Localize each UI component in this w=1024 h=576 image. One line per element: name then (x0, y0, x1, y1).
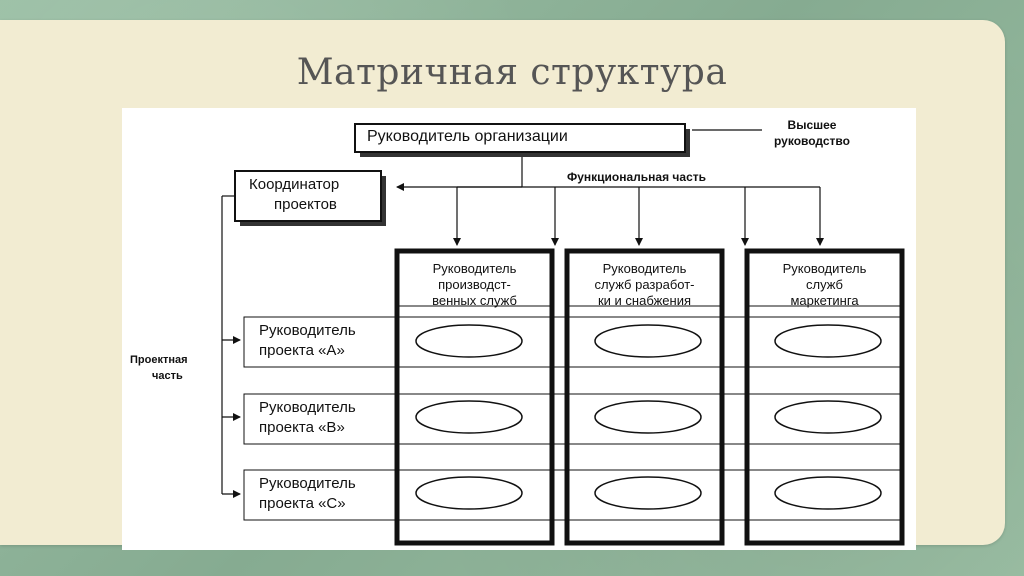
project-manager-b-line1: Руководитель (259, 399, 356, 416)
coordinator-label-1: Координатор (249, 176, 340, 193)
functional-head-1: Руководитель производст- венных служб (399, 261, 550, 309)
top-management-label-1: Высшее (787, 118, 837, 132)
cell-a-3 (774, 324, 882, 358)
coordinator-box (234, 170, 382, 222)
functional-head-1-line2: производст- (438, 277, 511, 292)
project-manager-a-line2: проекта «А» (259, 342, 345, 359)
functional-head-2-line3: ки и снабжения (597, 293, 692, 308)
cell-c-1 (415, 476, 523, 510)
coordinator-label-2: проектов (274, 196, 337, 213)
head-box (354, 123, 686, 153)
project-part-label-1: Проектная (130, 354, 188, 366)
functional-head-3-line3: маркетинга (790, 293, 859, 308)
functional-head-2-line1: Руководитель (602, 261, 687, 276)
functional-head-3: Руководитель служб маркетинга (749, 261, 900, 309)
functional-head-3-line2: служб (805, 277, 844, 292)
cell-c-2 (594, 476, 702, 510)
top-management-label-2: руководство (774, 134, 850, 148)
cell-a-1 (415, 324, 523, 358)
cell-b-1 (415, 400, 523, 434)
head-label: Руководитель организации (367, 128, 568, 145)
project-manager-c-line1: Руководитель (259, 475, 356, 492)
project-manager-a-line1: Руководитель (259, 322, 356, 339)
functional-head-2-line2: служб разработ- (594, 277, 695, 292)
cell-b-3 (774, 400, 882, 434)
matrix-structure-diagram: Руководитель организации Высшее руководс… (122, 108, 916, 550)
project-part-label-2: часть (152, 370, 183, 382)
functional-head-3-line1: Руководитель (782, 261, 867, 276)
functional-head-1-line3: венных служб (432, 293, 517, 308)
functional-part-label: Функциональная часть (567, 170, 707, 184)
project-manager-b-line2: проекта «В» (259, 419, 345, 436)
slide-title: Матричная структура (296, 52, 728, 93)
project-manager-c: Руководитель проекта «С» (259, 474, 356, 514)
functional-head-1-line1: Руководитель (432, 261, 517, 276)
cell-b-2 (594, 400, 702, 434)
cell-c-3 (774, 476, 882, 510)
functional-column-2 (564, 248, 725, 546)
diagram-lines (221, 123, 905, 546)
functional-head-2: Руководитель служб разработ- ки и снабже… (569, 261, 720, 309)
functional-column-1 (394, 248, 555, 546)
functional-column-3 (744, 248, 905, 546)
cell-a-2 (594, 324, 702, 358)
project-manager-c-line2: проекта «С» (259, 495, 346, 512)
project-manager-a: Руководитель проекта «А» (259, 321, 356, 361)
project-manager-b: Руководитель проекта «В» (259, 398, 356, 438)
